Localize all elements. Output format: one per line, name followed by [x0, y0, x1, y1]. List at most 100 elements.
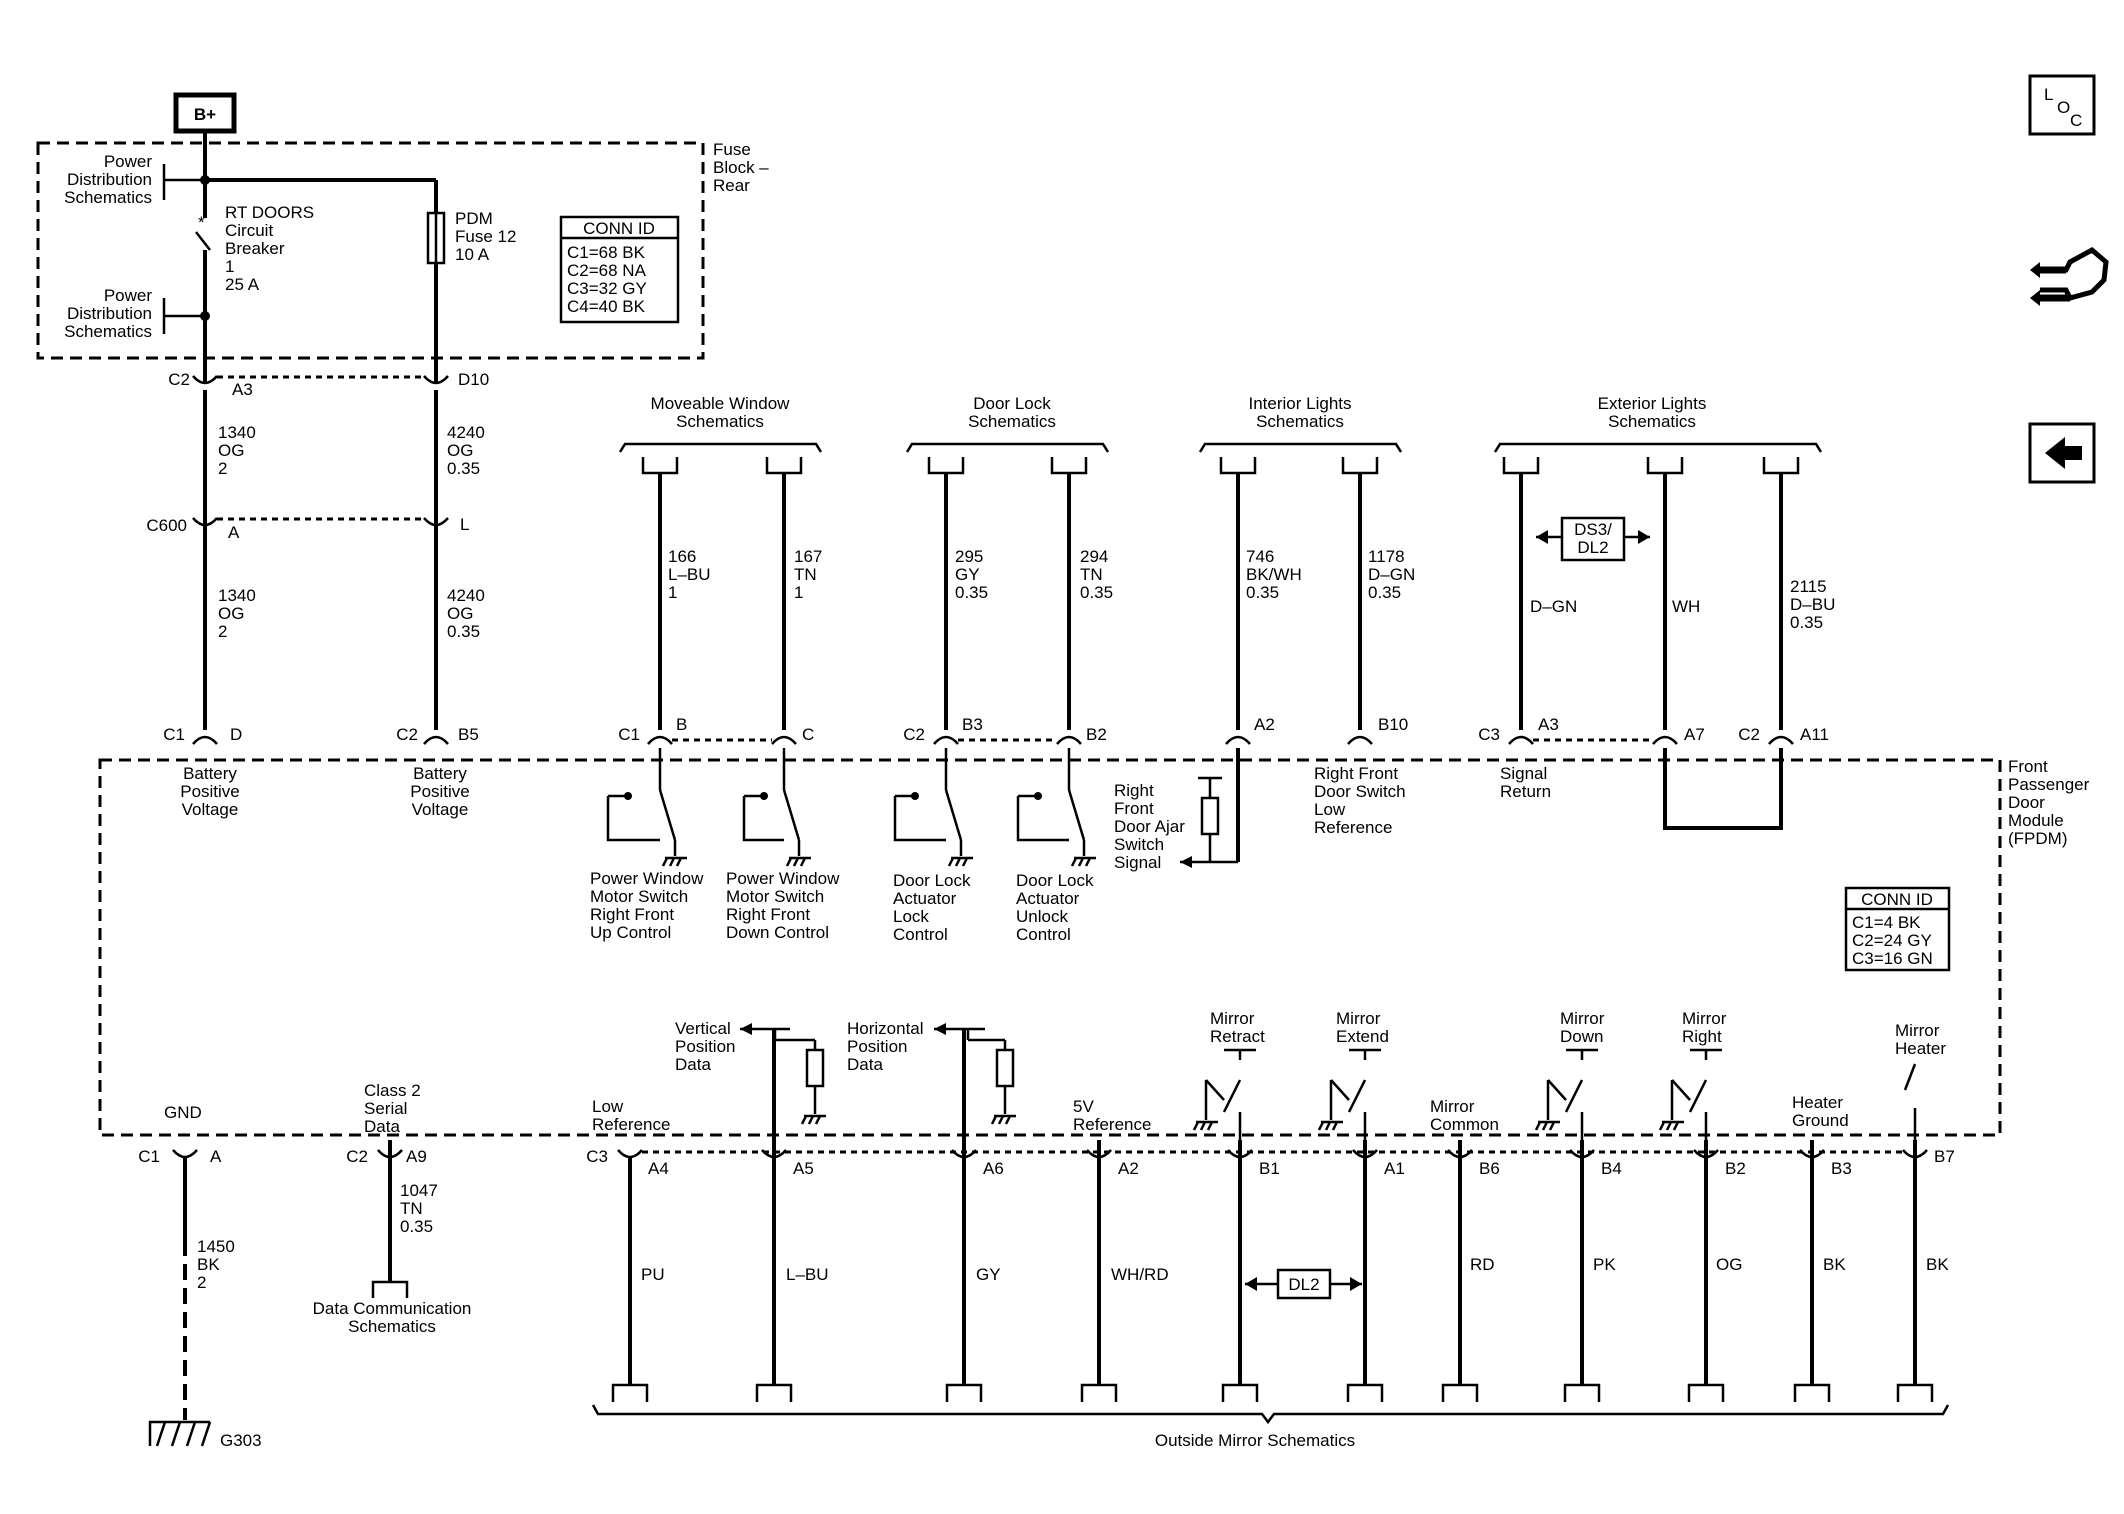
svg-text:Module: Module: [2008, 811, 2064, 830]
svg-text:Moveable Window: Moveable Window: [651, 394, 791, 413]
loc-button[interactable]: L O C: [2028, 74, 2096, 136]
svg-text:2115: 2115: [1790, 577, 1827, 596]
breaker-label-1: RT DOORS: [225, 203, 314, 222]
svg-text:Common: Common: [1430, 1115, 1499, 1134]
conn-id-table-fpdm: [1844, 886, 1951, 972]
svg-text:1: 1: [668, 583, 677, 602]
svg-text:(FPDM): (FPDM): [2008, 829, 2067, 848]
pds-top-label-3: Schematics: [64, 188, 152, 207]
svg-text:B10: B10: [1378, 715, 1408, 734]
switch-symbols: [606, 748, 1086, 856]
svg-text:OG: OG: [1716, 1255, 1742, 1274]
svg-text:GY: GY: [955, 565, 980, 584]
mirror-switch-symbols: [1204, 1048, 1917, 1140]
svg-text:A7: A7: [1684, 725, 1705, 744]
breaker-label-4: 1: [225, 257, 234, 276]
svg-text:O: O: [2057, 98, 2070, 117]
ds3-dl2-box: [1560, 516, 1626, 562]
svg-text:B5: B5: [458, 725, 479, 744]
svg-text:D–BU: D–BU: [1790, 595, 1835, 614]
conn-id-row: C1=68 BK: [567, 243, 646, 262]
svg-text:B3: B3: [1831, 1159, 1852, 1178]
svg-text:B2: B2: [1725, 1159, 1746, 1178]
svg-text:Actuator: Actuator: [1016, 889, 1080, 908]
svg-text:Mirror: Mirror: [1560, 1009, 1605, 1028]
ground-g303-label: G303: [220, 1431, 262, 1450]
svg-text:Vertical: Vertical: [675, 1019, 731, 1038]
svg-text:Data: Data: [675, 1055, 711, 1074]
svg-text:Schematics: Schematics: [1608, 412, 1696, 431]
svg-text:Reference: Reference: [1073, 1115, 1151, 1134]
svg-text:1178: 1178: [1368, 547, 1405, 566]
svg-text:Door Switch: Door Switch: [1314, 782, 1406, 801]
fuse-block-outline: [36, 141, 705, 360]
svg-text:Mirror: Mirror: [1682, 1009, 1727, 1028]
svg-text:Door Lock: Door Lock: [973, 394, 1051, 413]
svg-text:B: B: [676, 715, 687, 734]
svg-text:PK: PK: [1593, 1255, 1616, 1274]
svg-text:BK: BK: [197, 1255, 220, 1274]
resistor-horizontal-position: [995, 1048, 1015, 1088]
breaker-label-3: Breaker: [225, 239, 285, 258]
svg-text:Motor Switch: Motor Switch: [726, 887, 824, 906]
svg-text:B6: B6: [1479, 1159, 1500, 1178]
svg-text:1340: 1340: [218, 423, 256, 442]
svg-text:295: 295: [955, 547, 983, 566]
ground-symbols-sensors: [800, 1114, 1016, 1125]
svg-text:Mirror: Mirror: [1336, 1009, 1381, 1028]
svg-text:Mirror: Mirror: [1430, 1097, 1475, 1116]
svg-text:0.35: 0.35: [1368, 583, 1401, 602]
svg-text:Serial: Serial: [364, 1099, 407, 1118]
connector-plug-icon[interactable]: [2030, 246, 2109, 306]
svg-text:C2: C2: [396, 725, 418, 744]
svg-text:C1: C1: [618, 725, 640, 744]
ground-symbols-mirror: [1192, 1120, 1684, 1131]
svg-text:Door Ajar: Door Ajar: [1114, 817, 1185, 836]
back-arrow-button[interactable]: [2028, 422, 2096, 484]
pin-label: D10: [458, 370, 489, 389]
svg-text:A2: A2: [1254, 715, 1275, 734]
breaker-label-5: 25 A: [225, 275, 260, 294]
svg-text:A9: A9: [406, 1147, 427, 1166]
svg-text:BK: BK: [1823, 1255, 1846, 1274]
svg-text:1047: 1047: [400, 1181, 438, 1200]
svg-text:GND: GND: [164, 1103, 202, 1122]
svg-text:Voltage: Voltage: [182, 800, 239, 819]
dl2-box: [1276, 1268, 1332, 1300]
svg-text:L: L: [2044, 85, 2053, 104]
svg-text:Data: Data: [364, 1117, 400, 1136]
terminal-caps-bottom: [611, 1383, 1934, 1402]
svg-text:C2: C2: [346, 1147, 368, 1166]
svg-text:B4: B4: [1601, 1159, 1622, 1178]
svg-text:0.35: 0.35: [447, 622, 480, 641]
svg-text:C2=24 GY: C2=24 GY: [1852, 931, 1932, 950]
svg-text:Right: Right: [1682, 1027, 1722, 1046]
svg-text:Schematics: Schematics: [676, 412, 764, 431]
svg-text:Door: Door: [2008, 793, 2045, 812]
svg-text:Reference: Reference: [1314, 818, 1392, 837]
top-connectors: [647, 735, 1794, 745]
resistor-vertical-position: [805, 1048, 825, 1088]
fuse-label-2: Fuse 12: [455, 227, 516, 246]
pds-top-label-2: Distribution: [67, 170, 152, 189]
svg-text:Position: Position: [675, 1037, 735, 1056]
fuse-label-1: PDM: [455, 209, 493, 228]
svg-text:Low: Low: [1314, 800, 1346, 819]
battery-source-label: B+: [194, 105, 216, 124]
svg-text:Schematics: Schematics: [348, 1317, 436, 1336]
conn-id-row: C3=32 GY: [567, 279, 647, 298]
arrow-left-icon: [2045, 437, 2082, 469]
svg-text:*: *: [198, 213, 205, 232]
svg-text:Voltage: Voltage: [412, 800, 469, 819]
svg-text:CONN ID: CONN ID: [1861, 890, 1933, 909]
svg-text:Down: Down: [1560, 1027, 1603, 1046]
svg-text:OG: OG: [218, 441, 244, 460]
svg-text:Motor Switch: Motor Switch: [590, 887, 688, 906]
svg-text:DL2: DL2: [1288, 1275, 1319, 1294]
svg-text:Data Communication: Data Communication: [313, 1299, 472, 1318]
svg-text:Positive: Positive: [410, 782, 470, 801]
svg-text:Exterior Lights: Exterior Lights: [1598, 394, 1707, 413]
svg-text:Right Front: Right Front: [590, 905, 674, 924]
svg-text:L–BU: L–BU: [786, 1265, 829, 1284]
fuse-block-label-1: Fuse: [713, 140, 751, 159]
